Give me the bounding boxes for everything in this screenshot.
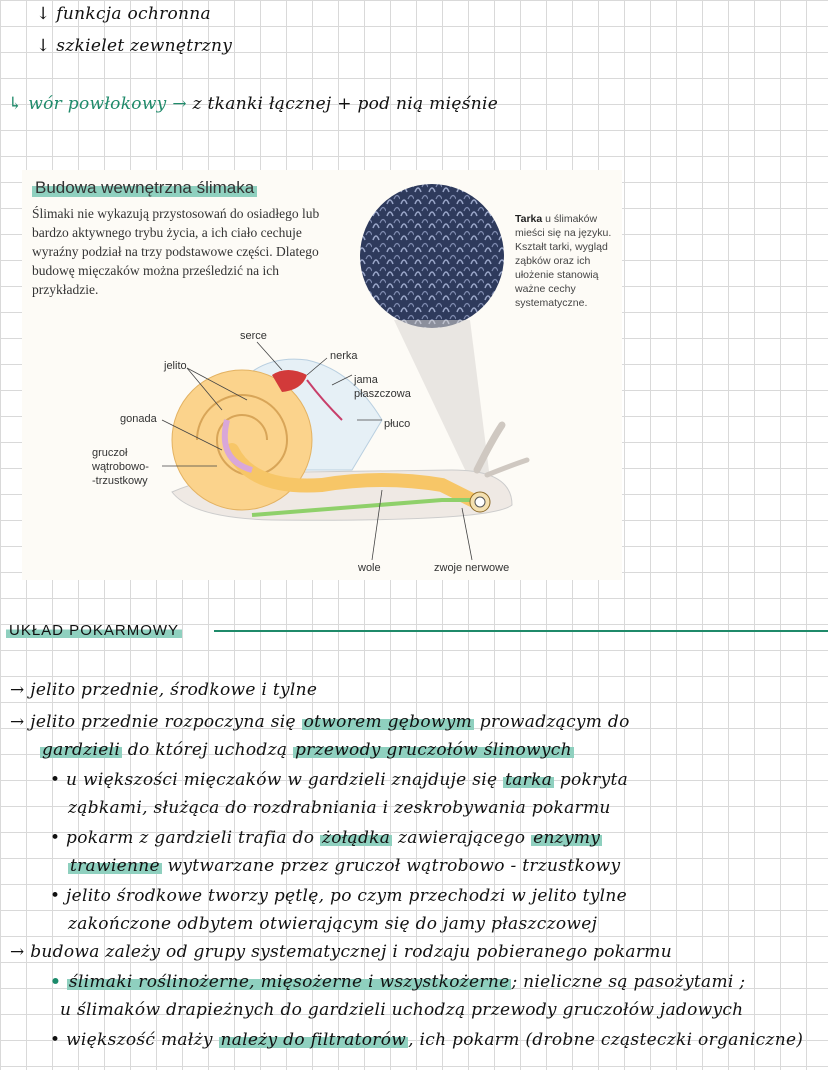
note-pharynx-b: do której uchodzą	[127, 740, 288, 760]
note-teeth: ząbkami, służąca do rozdrabniania i zesk…	[68, 798, 611, 818]
figure-title: Budowa wewnętrzna ślimaka	[32, 178, 258, 198]
kidney	[306, 379, 343, 421]
label-pluco: płuco	[384, 418, 411, 430]
nerve-cord	[251, 498, 472, 517]
leader-lines	[161, 341, 473, 561]
term-digestive: trawienne	[68, 856, 162, 876]
zoom-cone	[394, 320, 492, 495]
section-divider	[214, 630, 828, 632]
note-radula-c: pokryta	[559, 770, 629, 790]
note-pharynx: gardzieli do której uchodzą przewody gru…	[40, 740, 574, 760]
tentacle-short	[484, 457, 530, 478]
term-stomach: żołądka	[319, 828, 393, 848]
note-stomach-c: zawierającego	[397, 828, 526, 848]
note-line-body-wall: ↳ wór powłokowy → z tkanki łącznej + pod…	[8, 94, 498, 114]
label-gonada: gonada	[120, 413, 157, 425]
note-digestive: trawienne wytwarzane przez gruczoł wątro…	[68, 856, 620, 876]
note-venom: u ślimaków drapieżnych do gardzieli ucho…	[60, 1000, 744, 1020]
body-wall-term: wór powłokowy	[28, 94, 167, 114]
term-mouth: otworem gębowym	[301, 712, 475, 732]
snail-shell	[171, 369, 313, 511]
radula-caption: Tarka u ślimaków mieści się na języku. K…	[515, 212, 625, 310]
radula-caption-term: Tarka	[515, 213, 543, 225]
label-jama: jama	[354, 374, 378, 386]
snail-anatomy-figure: Budowa wewnętrzna ślimaka Ślimaki nie wy…	[22, 170, 622, 580]
note-intestine: → jelito przednie, środkowe i tylne	[10, 680, 318, 700]
note-stomach: • pokarm z gardzieli trafia do żołądka z…	[50, 828, 603, 848]
right-arrow-icon: →	[172, 94, 187, 114]
term-salivary: przewody gruczołów ślinowych	[292, 740, 574, 760]
label-serce: serce	[240, 330, 267, 342]
heart	[272, 370, 307, 392]
snail-illustration	[161, 184, 530, 561]
term-filter-feeders: należy do filtratorów	[218, 1030, 409, 1050]
label-wole: wole	[358, 562, 381, 574]
shell-spiral	[196, 394, 289, 476]
body-wall-desc: z tkanki łącznej + pod nią mięśnie	[192, 94, 499, 114]
label-jelito: jelito	[164, 360, 187, 372]
note-radula-a: • u większości mięczaków w gardzieli zna…	[50, 770, 498, 790]
note-line-skeleton: ↓ szkielet zewnętrzny	[36, 36, 233, 56]
note-foregut-c: prowadzącym do	[479, 712, 630, 732]
label-plaszczowa: płaszczowa	[354, 388, 411, 400]
note-diet-c: ; nieliczne są pasożytami ;	[511, 972, 746, 992]
term-diet-types: ślimaki roślinożerne, mięsożerne i wszys…	[66, 972, 512, 992]
term-pharynx: gardzieli	[40, 740, 123, 760]
section-title: UKŁAD POKARMOWY	[6, 622, 183, 639]
eye	[474, 496, 486, 508]
hook-arrow-icon: ↳	[8, 94, 23, 114]
label-zwoje: zwoje nerwowe	[434, 562, 510, 574]
bullet-icon: •	[50, 972, 62, 992]
label-gruczol-2: wątrobowo-	[92, 461, 149, 473]
term-radula: tarka	[503, 770, 555, 790]
note-foregut: → jelito przednie rozpoczyna się otworem…	[10, 712, 630, 732]
figure-intro: Ślimaki nie wykazują przystosowań do osi…	[32, 206, 320, 297]
note-midgut: • jelito środkowe tworzy pętlę, po czym …	[50, 886, 627, 906]
note-bivalves: • większość małży należy do filtratorów,…	[50, 1030, 803, 1050]
note-foregut-a: → jelito przednie rozpoczyna się	[10, 712, 296, 732]
note-digestive-b: wytwarzane przez gruczoł wątrobowo - trz…	[167, 856, 621, 876]
note-line-function: ↓ funkcja ochronna	[36, 4, 211, 24]
note-bivalves-a: • większość małży	[50, 1030, 213, 1050]
label-gruczol-3: -trzustkowy	[92, 475, 148, 487]
note-anus: zakończone odbytem otwierającym się do j…	[68, 914, 598, 934]
label-nerka: nerka	[330, 350, 358, 362]
note-bivalves-c: , ich pokarm (drobne cząsteczki organicz…	[408, 1030, 804, 1050]
tentacle-long	[473, 421, 506, 474]
note-radula: • u większości mięczaków w gardzieli zna…	[50, 770, 628, 790]
label-gruczol-1: gruczoł	[92, 447, 128, 459]
radula-image	[360, 184, 504, 328]
term-enzymes: enzymy	[531, 828, 603, 848]
radula-caption-text: u ślimaków mieści się na języku. Kształt…	[515, 213, 612, 309]
note-structure: → budowa zależy od grupy systematycznej …	[10, 942, 672, 962]
gonad	[221, 419, 253, 473]
note-stomach-a: • pokarm z gardzieli trafia do	[50, 828, 315, 848]
note-diet: • ślimaki roślinożerne, mięsożerne i wsz…	[50, 972, 745, 992]
